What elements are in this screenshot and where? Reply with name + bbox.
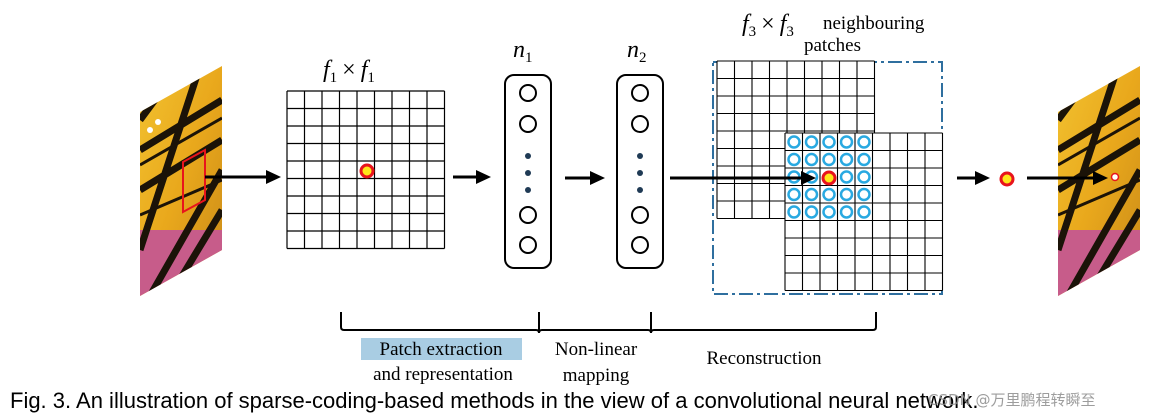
patch-center-pixel — [359, 163, 375, 179]
input-patch-marker — [182, 148, 206, 214]
flow-arrows — [205, 170, 1108, 185]
stage-brackets — [340, 312, 877, 334]
n1-node — [519, 84, 537, 102]
n2-label: n2 — [627, 37, 647, 66]
overlap-pixel — [804, 135, 819, 149]
n1-ellipsis-dot — [525, 170, 531, 176]
n1-label: n1 — [513, 37, 533, 66]
figure-caption: Fig. 3. An illustration of sparse-coding… — [10, 388, 979, 413]
n2-node — [631, 206, 649, 224]
n2-ellipsis-dot — [637, 187, 643, 193]
n1-ellipsis-dot — [525, 153, 531, 159]
overlap-pixel — [839, 152, 854, 167]
overlap-pixel — [787, 152, 801, 167]
f1-label: f1×f1 — [323, 57, 375, 86]
overlap-pixel — [857, 187, 871, 202]
patch-extraction-highlight — [361, 338, 522, 360]
n2-ellipsis-dot — [637, 153, 643, 159]
input-image — [140, 66, 222, 296]
overlap-pixel — [787, 187, 801, 202]
overlap-pixel — [839, 187, 854, 202]
f3-label: f3×f3 — [742, 11, 794, 40]
n1-ellipsis-dot — [525, 187, 531, 193]
overlap-pixel — [857, 152, 871, 167]
overlap-pixel — [822, 152, 836, 167]
patches-label: patches — [804, 35, 861, 56]
representation-label: and representation — [373, 364, 513, 385]
overlap-pixel — [839, 135, 854, 149]
n1-node — [519, 115, 537, 133]
overlap-pixel — [804, 205, 819, 219]
overlap-pixel — [822, 205, 836, 219]
patch-extraction-label: Patch extraction — [380, 339, 503, 360]
non-linear-label: Non-linear — [555, 339, 638, 360]
watermark: CSDN @万里鹏程转瞬至 — [928, 391, 1096, 409]
n2-node — [631, 84, 649, 102]
mapping-label: mapping — [563, 365, 630, 386]
overlap-pixel — [857, 135, 871, 149]
overlap-pixel — [857, 205, 871, 219]
overlap-pixel — [839, 205, 854, 219]
overlap-pixel — [822, 187, 836, 202]
overlap-pixel — [787, 135, 801, 149]
output-pixel-marker — [1110, 172, 1120, 182]
n1-node — [519, 236, 537, 254]
neighbouring-label: neighbouring — [823, 13, 925, 34]
overlap-pixel — [839, 170, 854, 184]
n2-node — [631, 115, 649, 133]
reconstructed-pixel — [821, 170, 837, 186]
overlap-pixel — [822, 135, 836, 149]
overlap-pixel — [857, 170, 871, 184]
reconstruction-label: Reconstruction — [706, 348, 822, 369]
output-image — [1058, 66, 1140, 296]
overlap-pixel — [787, 205, 801, 219]
overlap-pixel — [804, 187, 819, 202]
output-pixel — [999, 171, 1015, 187]
n2-node — [631, 236, 649, 254]
overlap-pixel — [804, 152, 819, 167]
n2-ellipsis-dot — [637, 170, 643, 176]
n1-node — [519, 206, 537, 224]
